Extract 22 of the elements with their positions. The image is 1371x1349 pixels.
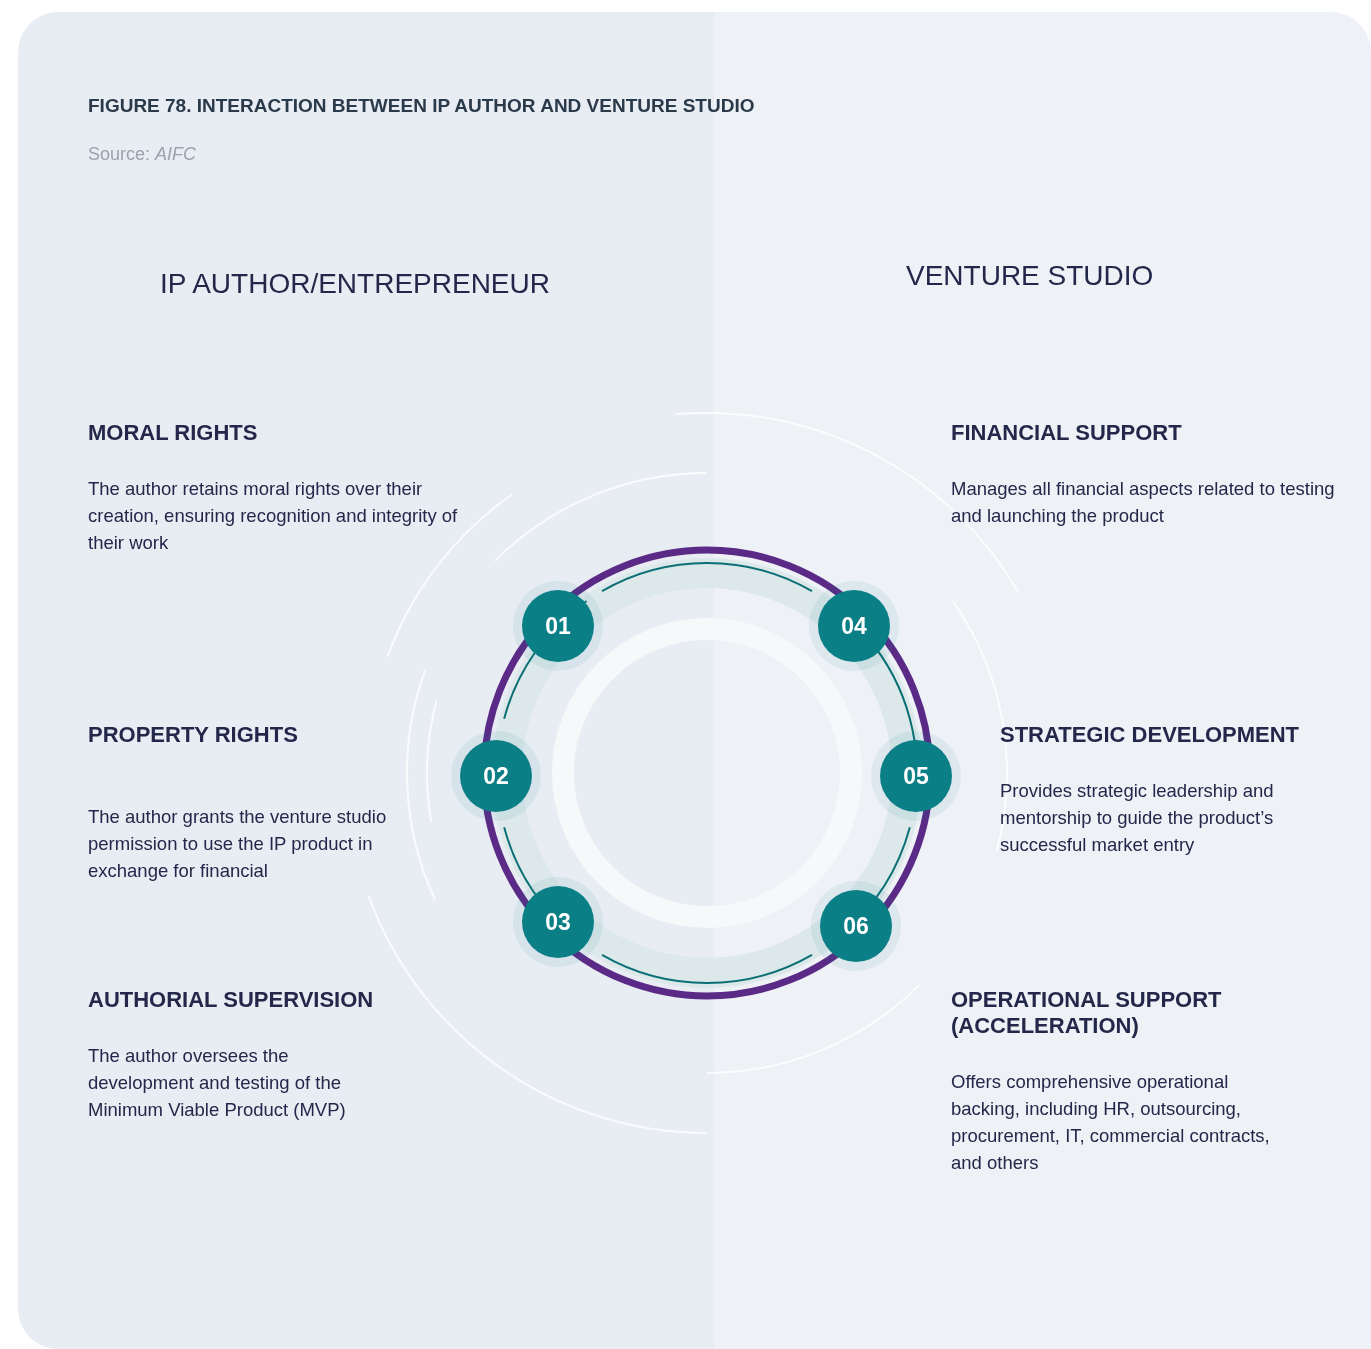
section-heading: AUTHORIAL SUPERVISION — [88, 987, 375, 1013]
step-number-circle: 02 — [460, 740, 532, 812]
section-description: Manages all financial aspects related to testing and launching the product — [951, 477, 1336, 528]
section-heading: MORAL RIGHTS — [88, 420, 259, 446]
step-number-circle: 06 — [820, 890, 892, 962]
step-number-circle: 05 — [880, 740, 952, 812]
section-description: Offers comprehensive operational backing, including HR, outsourcing, procurement, IT, commercial contracts, and others — [951, 1070, 1271, 1175]
section-heading: OPERATIONAL SUPPORT (ACCELERATION) — [951, 987, 1223, 1039]
section-description: Provides strategic leadership and mentorship to guide the product’s successful market entry — [1000, 779, 1275, 857]
column-heading: VENTURE STUDIO — [906, 260, 1154, 292]
section-description: The author retains moral rights over their creation, ensuring recognition and integrity of their work — [88, 477, 459, 555]
figure-title: FIGURE 78. INTERACTION BETWEEN IP AUTHOR AND VENTURE STUDIO — [88, 95, 755, 117]
source-note: Source: AIFC — [88, 144, 197, 165]
section-heading: PROPERTY RIGHTS — [88, 722, 299, 748]
section-description: The author oversees the development and testing of the Minimum Viable Product (MVP) — [88, 1044, 347, 1122]
section-heading: STRATEGIC DEVELOPMENT — [1000, 722, 1301, 748]
column-heading: IP AUTHOR/ENTREPRENEUR — [160, 268, 550, 300]
section-heading: FINANCIAL SUPPORT — [951, 420, 1183, 446]
section-description: The author grants the venture studio permission to use the IP product in exchange for financial — [88, 805, 388, 883]
step-number-circle: 01 — [522, 590, 594, 662]
step-number-circle: 04 — [818, 590, 890, 662]
step-number-circle: 03 — [522, 886, 594, 958]
